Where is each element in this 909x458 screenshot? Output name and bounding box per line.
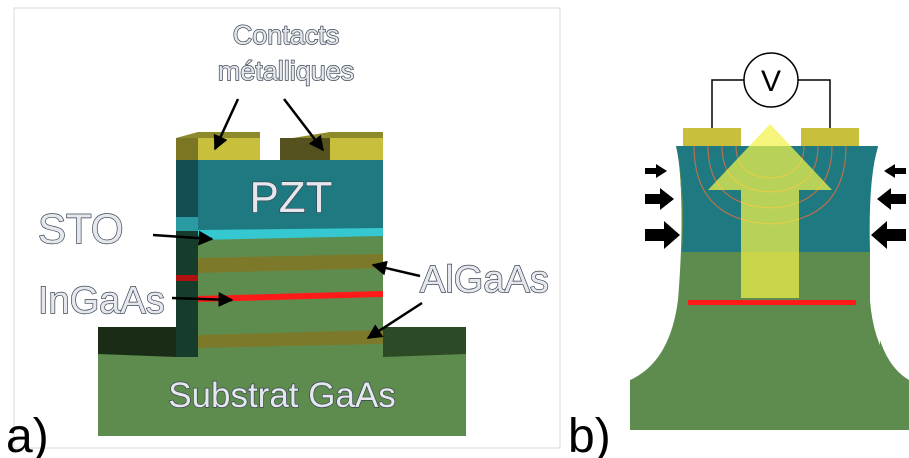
substrate-label: Substrat GaAs bbox=[168, 376, 396, 415]
panel-b-illustration: V b) bbox=[568, 52, 909, 458]
algaas-lower-arrow bbox=[366, 301, 423, 340]
substrate-block bbox=[98, 327, 466, 436]
pointer-arrows bbox=[152, 98, 423, 340]
contact-left-arrow bbox=[213, 98, 240, 151]
voltmeter-label: V bbox=[761, 65, 781, 98]
mesa-side-face bbox=[176, 160, 198, 357]
contact-right-arrow bbox=[283, 98, 324, 152]
sto-label: STO bbox=[38, 205, 124, 252]
ingaas-layer bbox=[198, 291, 383, 302]
algaas-upper-arrow bbox=[371, 260, 421, 278]
left-contact bbox=[683, 128, 741, 146]
panel-b-tag: b) bbox=[568, 410, 611, 458]
voltmeter-circuit bbox=[711, 79, 831, 128]
polarization-arrow bbox=[708, 124, 832, 298]
algaas-label: AlGaAs bbox=[420, 259, 549, 301]
metal-contacts bbox=[176, 132, 383, 160]
panel-a-illustration: Contacts métalliques PZT STO InGaAs AlGa… bbox=[6, 7, 561, 458]
contacts-label-line2: métalliques bbox=[218, 56, 355, 86]
left-compression-arrows bbox=[645, 164, 680, 249]
mesa-front-face bbox=[198, 160, 383, 357]
voltmeter bbox=[743, 52, 799, 108]
contacts-label-line1: Contacts bbox=[233, 20, 340, 50]
panel-a-tag: a) bbox=[6, 410, 49, 458]
ingaas-line bbox=[688, 300, 856, 305]
right-compression-arrows bbox=[871, 164, 906, 249]
device-core bbox=[630, 380, 909, 430]
ingaas-label: InGaAs bbox=[38, 280, 165, 322]
ingaas-arrow bbox=[171, 292, 234, 308]
sto-arrow bbox=[152, 230, 214, 246]
right-contact bbox=[801, 128, 859, 146]
pzt-label: PZT bbox=[249, 173, 332, 222]
